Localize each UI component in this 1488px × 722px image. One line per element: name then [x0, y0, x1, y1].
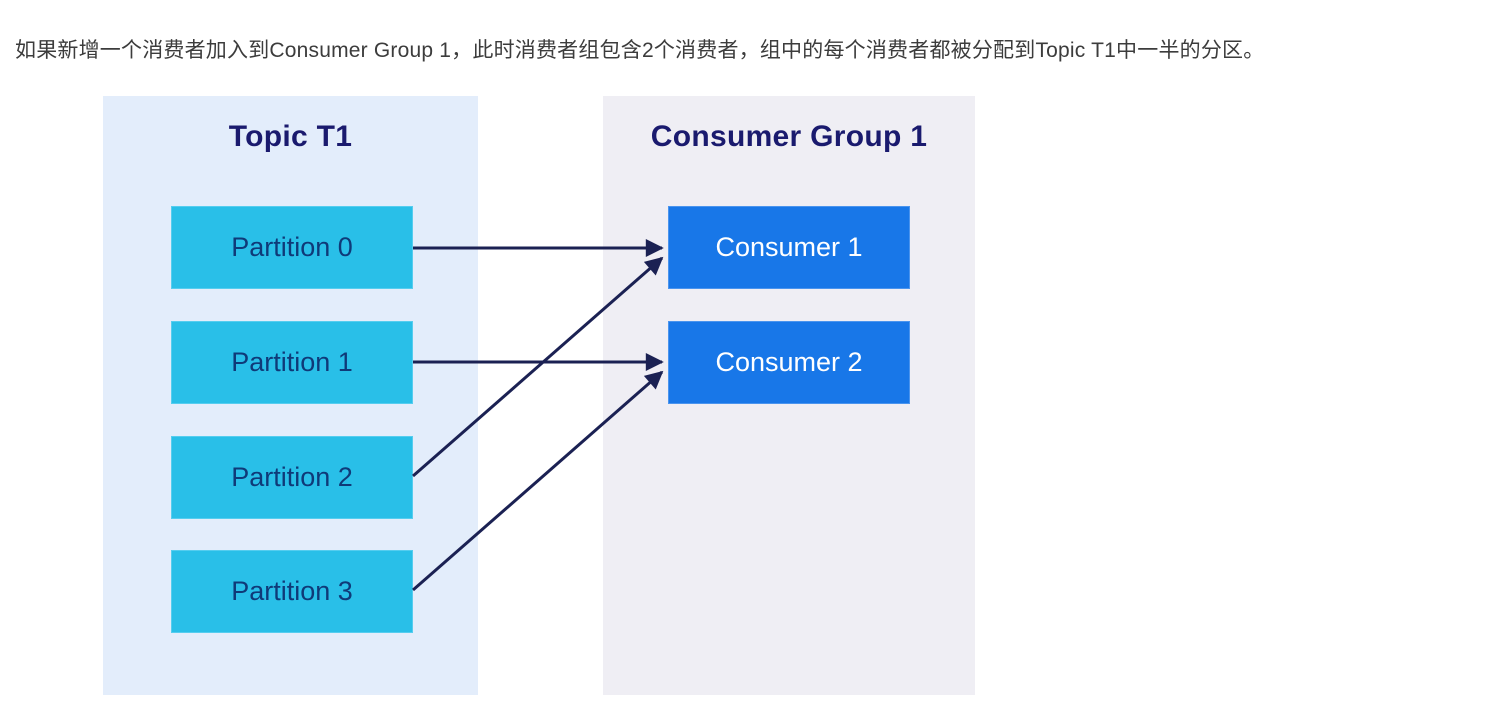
- consumer-2-box: Consumer 2: [668, 321, 910, 404]
- consumer-1-label: Consumer 1: [715, 232, 863, 262]
- partition-3-box: Partition 3: [171, 550, 413, 633]
- topic-panel-title: Topic T1: [228, 120, 353, 153]
- partition-2-box: Partition 2: [171, 436, 413, 519]
- partition-2-label: Partition 2: [231, 462, 353, 492]
- consumer-1-box: Consumer 1: [668, 206, 910, 289]
- partition-1-box: Partition 1: [171, 321, 413, 404]
- consumer-group-panel-title: Consumer Group 1: [650, 120, 928, 153]
- consumer-2-label: Consumer 2: [715, 347, 863, 377]
- partition-0-label: Partition 0: [231, 232, 353, 262]
- consumer-group-panel: Consumer Group 1 Consumer 1 Consumer 2: [603, 96, 975, 695]
- partition-0-box: Partition 0: [171, 206, 413, 289]
- partition-1-label: Partition 1: [231, 347, 353, 377]
- topic-panel: Topic T1 Partition 0 Partition 1 Partiti…: [103, 96, 478, 695]
- caption-text: 如果新增一个消费者加入到Consumer Group 1，此时消费者组包含2个消…: [15, 39, 1265, 62]
- partition-3-label: Partition 3: [231, 576, 353, 606]
